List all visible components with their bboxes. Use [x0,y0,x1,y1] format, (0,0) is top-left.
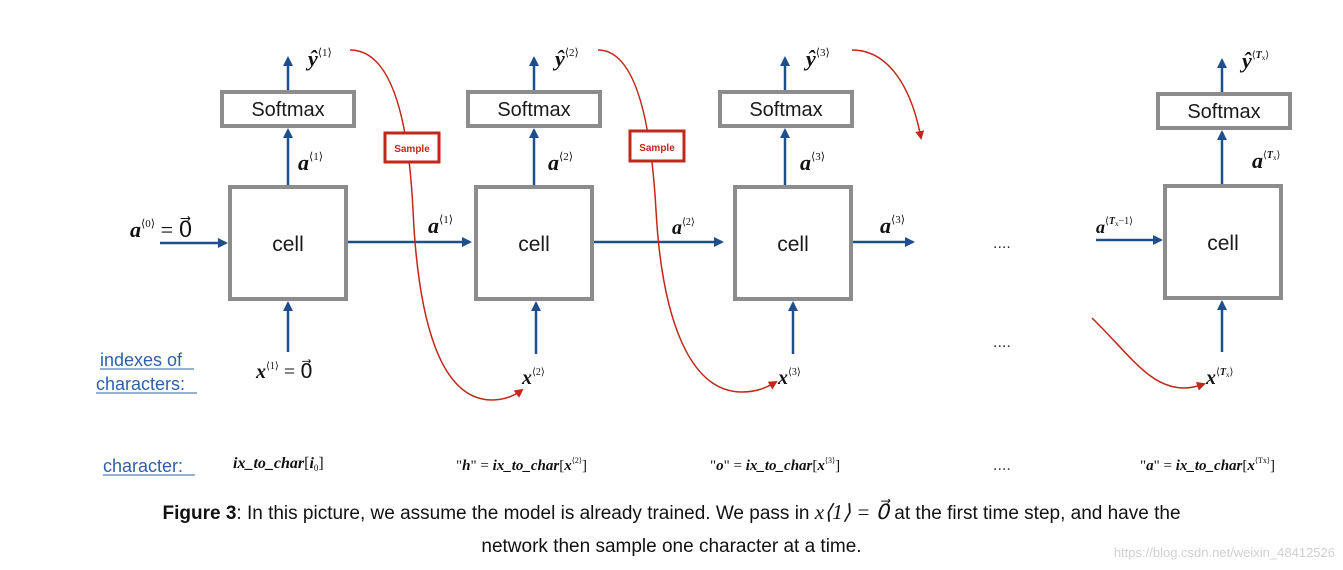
activation-right-2: a⟨2⟩ [672,217,695,239]
cell-label-Tx: cell [1207,232,1239,255]
activation-up-2: a⟨2⟩ [548,150,573,175]
caption-line-2: network then sample one character at a t… [481,536,862,557]
cell-label-3: cell [777,233,809,256]
indexes-label-line1[interactable]: indexes of [100,350,183,370]
cell-box-2 [474,185,594,301]
watermark: https://blog.csdn.net/weixin_48412526 [1113,545,1335,560]
initial-activation: a⟨0⟩ = 0⃗ [130,216,193,242]
input-x-2: x⟨2⟩ [521,367,545,389]
cell-label-2: cell [518,233,550,256]
timestep-1: cell Softmax ŷ⟨1⟩ a⟨1⟩ x⟨1⟩ = 0⃗ [220,46,356,383]
timestep-3: cell Softmax ŷ⟨3⟩ a⟨3⟩ x⟨3⟩ [718,46,854,389]
indexes-label-line2[interactable]: characters: [96,374,185,394]
softmax-label-2: Softmax [497,99,570,121]
cell-box-1 [228,185,348,301]
activation-right-3: a⟨3⟩ [880,213,905,238]
softmax-box-3 [718,90,854,128]
sample-box-1: Sample [383,131,441,164]
input-x-Tx: x⟨Tx⟩ [1205,367,1234,389]
sample-curve-Tx [1091,317,1206,391]
sample-curve-1 [349,49,524,401]
output-yhat-Tx: ŷ⟨Tx⟩ [1239,48,1269,73]
input-x-1: x⟨1⟩ = 0⃗ [255,358,313,383]
activation-right-1: a⟨1⟩ [428,213,453,238]
character-1: ix_to_char[i0] [233,455,324,473]
sample-curve-2 [597,49,778,393]
activation-up-3: a⟨3⟩ [800,150,825,175]
figure-caption: Figure 3: In this picture, we assume the… [0,496,1343,563]
caption-text-after: at the first time step, and have the [889,503,1181,524]
character-label[interactable]: character: [103,456,183,476]
last-in-activation: a⟨Tx−1⟩ [1096,216,1133,237]
sample-box-2: Sample [628,129,686,163]
output-yhat-1: ŷ⟨1⟩ [305,46,332,71]
activation-up-Tx: a⟨Tx⟩ [1252,148,1281,173]
caption-text-before: : In this picture, we assume the model i… [236,503,815,524]
caption-figure-label: Figure 3 [162,503,237,524]
softmax-box-2 [466,90,602,128]
timestep-2: cell Softmax ŷ⟨2⟩ a⟨2⟩ x⟨2⟩ [466,46,602,389]
ellipsis-row-input: .... [993,334,1011,351]
caption-line-1: Figure 3: In this picture, we assume the… [0,496,1343,530]
cell-box-Tx [1163,184,1283,300]
ellipsis-row-char: .... [993,457,1011,474]
softmax-box-1 [220,90,356,128]
sample-label-2: Sample [639,143,675,154]
sample-label-1: Sample [394,144,430,155]
sample-curve-3 [851,49,925,140]
timestep-Tx: cell Softmax ŷ⟨Tx⟩ a⟨Tx⟩ x⟨Tx⟩ [1156,48,1292,389]
character-Tx: "a" = ix_to_char[x⟨Tx⟩] [1140,456,1275,474]
input-x-3: x⟨3⟩ [777,367,801,389]
activation-up-1: a⟨1⟩ [298,150,323,175]
ellipsis-row-cell: .... [993,235,1011,252]
cell-box-3 [733,185,853,301]
character-2: "h" = ix_to_char[x⟨2⟩] [456,456,587,474]
softmax-label-3: Softmax [749,99,822,121]
softmax-label-Tx: Softmax [1187,101,1260,123]
softmax-label-1: Softmax [251,99,324,121]
caption-math: x⟨1⟩ = 0⃗ [814,500,890,524]
softmax-box-Tx [1156,92,1292,130]
cell-label-1: cell [272,233,304,256]
character-3: "o" = ix_to_char[x⟨3⟩] [710,456,840,474]
output-yhat-3: ŷ⟨3⟩ [803,46,830,71]
output-yhat-2: ŷ⟨2⟩ [552,46,579,71]
